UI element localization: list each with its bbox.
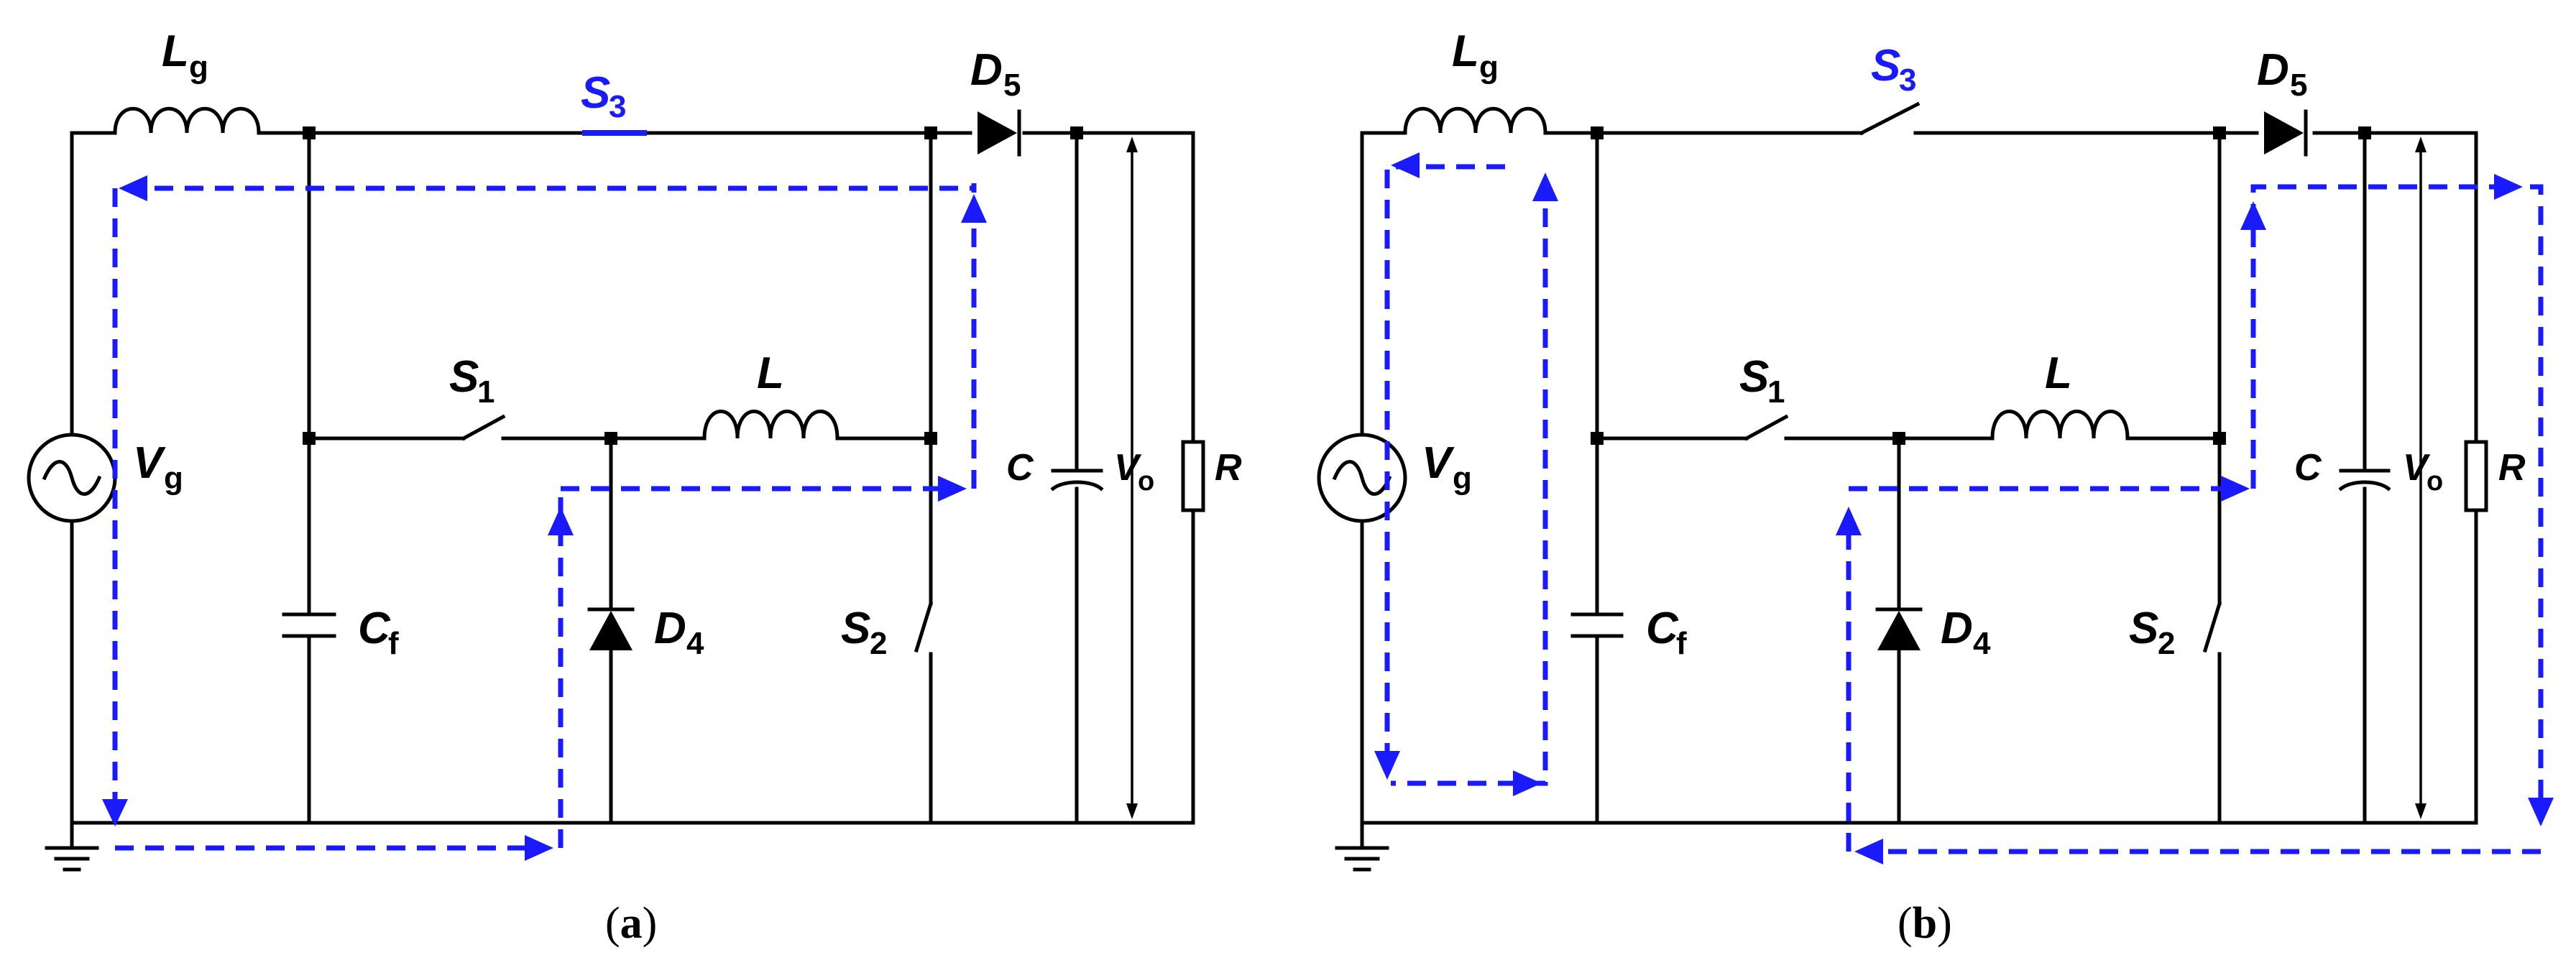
svg-text:S: S <box>841 604 870 653</box>
svg-text:V: V <box>2403 447 2431 489</box>
panel-a-caption: (a) <box>605 899 657 948</box>
svg-text:C: C <box>1006 447 1034 489</box>
svg-text:2: 2 <box>2158 626 2175 661</box>
svg-text:V: V <box>133 438 166 488</box>
svg-text:5: 5 <box>1003 68 1021 103</box>
panel-b-d4-diode <box>1875 607 1923 650</box>
svg-text:1: 1 <box>1767 374 1785 410</box>
svg-text:4: 4 <box>686 626 704 661</box>
svg-text:D: D <box>970 45 1003 95</box>
svg-text:S: S <box>449 352 479 402</box>
panel-b-lg-inductor <box>1403 106 1547 135</box>
svg-text:L: L <box>757 349 784 398</box>
panel-b-current-path-source-loop <box>1374 152 1558 796</box>
svg-text:o: o <box>1138 466 1154 497</box>
svg-text:V: V <box>1422 438 1455 488</box>
svg-text:V: V <box>1114 447 1142 489</box>
panel-a-current-path <box>102 175 987 861</box>
svg-text:C: C <box>1646 604 1679 653</box>
svg-text:S: S <box>1739 352 1769 402</box>
svg-text:S: S <box>581 68 610 118</box>
svg-text:L: L <box>2045 349 2072 398</box>
svg-text:g: g <box>1453 461 1472 496</box>
panel-a: L g S 3 D 5 S 1 L V g C V o R C f D 4 S … <box>27 27 1242 948</box>
svg-text:4: 4 <box>1973 626 1991 661</box>
panel-a-s2-switch <box>914 601 934 653</box>
panel-a-d4-diode <box>587 607 635 650</box>
svg-text:2: 2 <box>870 626 887 661</box>
panel-b: L g S 3 D 5 S 1 L V g C V o R C f D 4 S … <box>1317 27 2554 948</box>
svg-text:R: R <box>1215 447 1242 489</box>
svg-text:S: S <box>1871 41 1900 91</box>
panel-a-d5-diode <box>978 109 1021 157</box>
panel-a-cf-capacitor <box>282 612 336 638</box>
panel-b-r-resistor <box>2464 440 2488 512</box>
svg-text:f: f <box>1676 626 1687 661</box>
svg-text:L: L <box>1452 27 1479 76</box>
panel-b-s2-switch <box>2202 601 2222 653</box>
panel-a-wires <box>45 131 1195 872</box>
panel-a-r-resistor <box>1181 440 1205 512</box>
svg-text:D: D <box>654 604 686 653</box>
panel-b-s3-switch <box>1859 101 1920 136</box>
panel-b-nodes <box>1591 126 2371 445</box>
panel-b-current-path-output-loop <box>1836 174 2554 864</box>
svg-text:f: f <box>388 626 399 661</box>
svg-text:3: 3 <box>609 89 626 124</box>
panel-b-vo-arrow <box>2415 137 2426 819</box>
svg-text:5: 5 <box>2290 68 2307 103</box>
panel-b-l-inductor <box>1990 410 2130 441</box>
panel-a-nodes <box>303 126 1083 445</box>
panel-a-labels: L g S 3 D 5 S 1 L V g C V o R C f D 4 S … <box>133 27 1242 661</box>
panel-a-vo-arrow <box>1126 137 1138 819</box>
svg-text:L: L <box>162 27 189 76</box>
svg-text:D: D <box>1941 604 1973 653</box>
svg-text:R: R <box>2498 447 2526 489</box>
svg-text:S: S <box>2129 604 2158 653</box>
panel-b-caption: (b) <box>1898 899 1952 948</box>
panel-b-vg-source <box>1317 433 1407 523</box>
svg-text:C: C <box>2294 447 2322 489</box>
svg-text:g: g <box>1479 50 1499 85</box>
svg-text:1: 1 <box>477 374 494 410</box>
panel-a-lg-inductor <box>113 106 261 135</box>
svg-text:D: D <box>2257 45 2289 95</box>
panel-b-cf-capacitor <box>1570 612 1624 638</box>
svg-text:o: o <box>2426 466 2443 497</box>
svg-text:g: g <box>189 50 208 85</box>
svg-text:3: 3 <box>1899 63 1916 98</box>
panel-a-l-inductor <box>702 410 840 441</box>
panel-a-vg-source <box>27 433 117 523</box>
panel-b-d5-diode <box>2264 109 2308 157</box>
panel-b-labels: L g S 3 D 5 S 1 L V g C V o R C f D 4 S … <box>1422 27 2526 661</box>
panel-b-wires <box>1335 131 2478 872</box>
panel-a-c-capacitor <box>1050 469 1104 492</box>
panel-b-c-capacitor <box>2338 469 2391 492</box>
panel-b-s1-switch <box>1744 414 1789 441</box>
svg-text:C: C <box>358 604 391 653</box>
svg-text:g: g <box>164 461 183 496</box>
panel-a-s1-switch <box>461 414 506 441</box>
